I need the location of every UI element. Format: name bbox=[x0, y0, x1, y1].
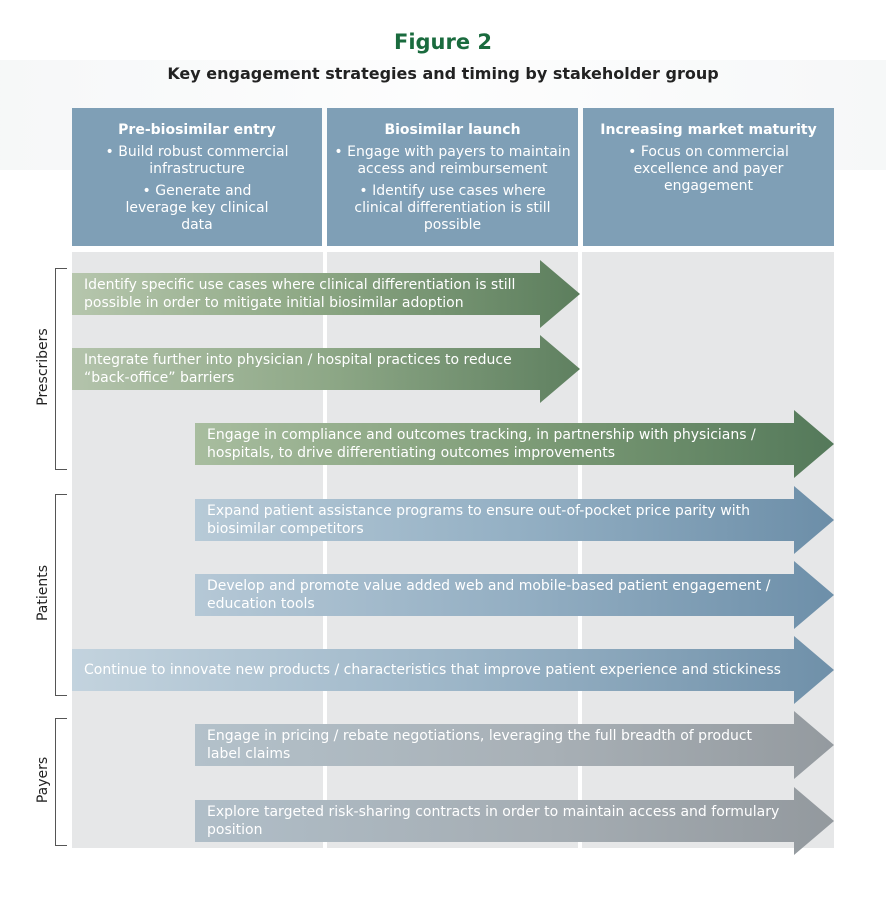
strategy-text: Develop and promote value added web and … bbox=[207, 578, 771, 612]
column-divider bbox=[578, 252, 582, 848]
strategy-text: Engage in compliance and outcomes tracki… bbox=[207, 427, 756, 461]
figure-subtitle: Key engagement strategies and timing by … bbox=[167, 64, 719, 83]
strategy-text: Integrate further into physician / hospi… bbox=[84, 352, 512, 386]
figure-title: Figure 2 bbox=[393, 30, 493, 54]
phase-biosimilar-launch: Biosimilar launch • Engage with payers t… bbox=[327, 108, 578, 246]
group-label-patients: Patients bbox=[35, 564, 51, 622]
phase-title: Biosimilar launch bbox=[384, 122, 521, 138]
strategy-text: Explore targeted risk-sharing contracts … bbox=[207, 804, 780, 838]
strategy-text: Identify specific use cases where clinic… bbox=[84, 277, 516, 311]
phase-item: • Generate and leverage key clinical dat… bbox=[125, 183, 269, 233]
phase-title: Pre-biosimilar entry bbox=[118, 122, 276, 138]
phase-item: • Focus on commercial excellence and pay… bbox=[628, 144, 789, 194]
group-label-payers: Payers bbox=[35, 756, 51, 804]
strategy-text: Continue to innovate new products / char… bbox=[84, 662, 781, 678]
prescribers-bracket bbox=[55, 268, 67, 470]
group-label-prescribers: Prescribers bbox=[35, 328, 51, 406]
strategy-text: Expand patient assistance programs to en… bbox=[207, 503, 750, 537]
phase-item: • Build robust commercial infrastructure bbox=[105, 144, 289, 177]
phase-item: • Engage with payers to maintain access … bbox=[334, 144, 571, 177]
strategy-text: Engage in pricing / rebate negotiations,… bbox=[207, 728, 753, 762]
phase-pre-biosimilar-entry: Pre-biosimilar entry • Build robust comm… bbox=[72, 108, 322, 246]
phase-increasing-market-maturity: Increasing market maturity • Focus on co… bbox=[583, 108, 834, 246]
phase-item: • Identify use cases where clinical diff… bbox=[354, 183, 551, 233]
patients-bracket bbox=[55, 494, 67, 696]
column-divider bbox=[323, 252, 327, 848]
phase-title: Increasing market maturity bbox=[600, 122, 817, 138]
payers-bracket bbox=[55, 718, 67, 846]
